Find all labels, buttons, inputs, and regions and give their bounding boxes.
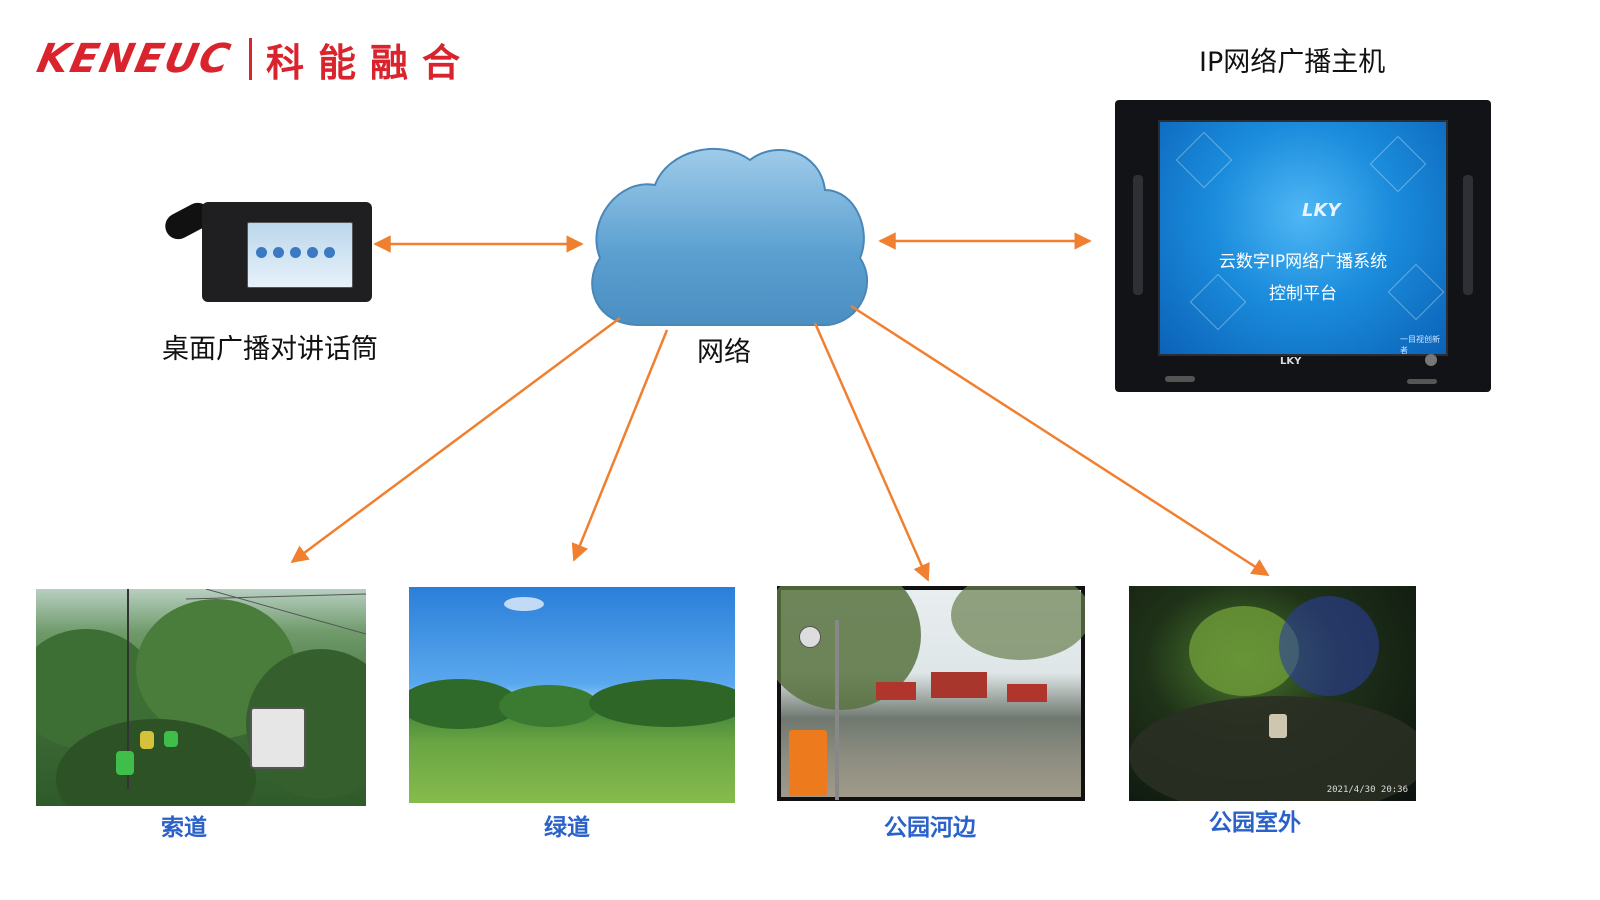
- desk-microphone-screen: [247, 222, 353, 288]
- brand-logo-divider: [248, 38, 252, 80]
- desk-microphone-device: [160, 198, 379, 304]
- site-label-park-outdoor: 公园室外: [1209, 810, 1301, 836]
- cableway-photo: [36, 589, 366, 806]
- host-screen-title: 云数字IP网络广播系统: [1218, 252, 1388, 272]
- host-label: IP网络广播主机: [1199, 47, 1386, 78]
- ip-broadcast-host-device: LKY 云数字IP网络广播系统 控制平台 一目视创新者 LKY: [1115, 100, 1491, 392]
- network-label: 网络: [697, 337, 751, 368]
- host-screen-subtitle: 控制平台: [1269, 284, 1337, 304]
- greenway-photo: [409, 587, 735, 803]
- desk-microphone-label: 桌面广播对讲话筒: [162, 334, 378, 365]
- link-network-to-greenway: [571, 329, 669, 562]
- host-screen-logo: LKY: [1302, 200, 1341, 221]
- host-right-handle: [1463, 175, 1473, 295]
- brand-logo-chinese: 科能融合: [265, 40, 474, 85]
- riverside-photo: [777, 586, 1085, 801]
- link-network-to-outdoor: [850, 304, 1270, 577]
- site-label-greenway: 绿道: [544, 815, 590, 841]
- host-left-handle: [1133, 175, 1143, 295]
- host-slot: [1165, 376, 1195, 382]
- photo-timestamp: 2021/4/30 20:36: [1326, 785, 1408, 795]
- park-outdoor-photo: 2021/4/30 20:36: [1129, 586, 1416, 801]
- host-screen-tagline: 一目视创新者: [1400, 335, 1440, 355]
- desk-microphone-body: [202, 202, 372, 302]
- host-slot: [1407, 379, 1437, 384]
- link-network-to-cableway: [290, 316, 621, 564]
- host-power-knob-icon: [1425, 354, 1437, 366]
- site-label-cableway: 索道: [161, 815, 207, 841]
- site-label-riverside: 公园河边: [884, 815, 976, 841]
- host-bezel-logo: LKY: [1280, 356, 1302, 367]
- brand-logo: KENEUC 科能融合: [33, 34, 474, 85]
- host-screen: LKY 云数字IP网络广播系统 控制平台 一目视创新者: [1158, 120, 1448, 356]
- network-cloud-icon: [591, 147, 869, 327]
- link-network-to-riverside: [813, 322, 930, 582]
